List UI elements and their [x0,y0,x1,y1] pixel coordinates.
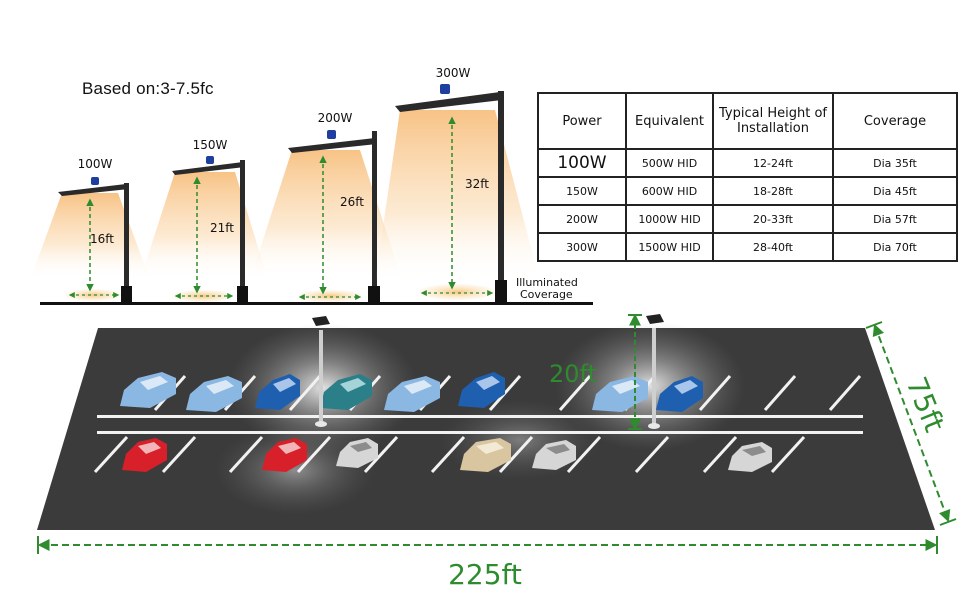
cell-height: 12-24ft [712,148,834,178]
car [255,374,300,410]
light-head [172,162,245,175]
table-row: 200W 1000W HID 20-33ft Dia 57ft [537,204,958,234]
spec-table: Power Equivalent Typical Height of Insta… [537,92,958,262]
light-head [58,184,129,196]
coverage-spot [419,284,495,300]
car [186,376,242,412]
ground-line [40,302,593,305]
light-fixture-300w: 300W 32ft [375,66,540,303]
lot-light-pole [312,316,330,427]
power-label: 150W [193,138,228,152]
light-beam [140,172,268,280]
illuminated-coverage-label: Illuminated Coverage [516,276,581,301]
depth-tick [939,518,957,526]
light-pole [240,160,245,303]
cell-equivalent: 600W HID [625,176,714,206]
cell-coverage: Dia 70ft [832,232,958,262]
cell-coverage: Dia 57ft [832,204,958,234]
light-head [288,138,377,153]
power-label: 300W [436,66,471,80]
light-pole [498,91,504,303]
pole-base [495,280,507,303]
cell-height: 28-40ft [712,232,834,262]
car [532,440,576,470]
light-fixture-200w: 200W 26ft [250,111,402,303]
car [656,376,703,412]
depth-arrow [872,323,951,523]
car [320,374,372,410]
table-row: 150W 600W HID 18-28ft Dia 45ft [537,176,958,206]
sensor-icon [206,156,214,164]
light-head [395,92,502,112]
light-pole [372,131,377,303]
light-glow [215,425,375,515]
sensor-icon [327,130,336,139]
power-label: 200W [318,111,353,125]
spec-table-header: Power Equivalent Typical Height of Insta… [537,92,958,150]
lower-stall-lines [93,435,806,474]
table-row: 300W 1500W HID 28-40ft Dia 70ft [537,232,958,262]
car [728,442,772,472]
height-label: 32ft [465,177,489,191]
parking-lot: 20ft [37,313,935,530]
sensor-icon [91,177,99,185]
header-power: Power [537,92,627,150]
cell-height: 20-33ft [712,204,834,234]
lane-line [97,415,863,418]
pole-base [121,286,132,303]
power-label: 100W [78,157,113,171]
cell-power: 150W [537,176,627,206]
depth-label: 75ft [900,372,952,436]
header-height: Typical Height of Installation [712,92,834,150]
cell-power: 200W [537,204,627,234]
car [460,438,511,472]
header-coverage: Coverage [832,92,958,150]
coverage-spot [298,290,362,302]
header-equivalent: Equivalent [625,92,714,150]
cell-equivalent: 1500W HID [625,232,714,262]
pole-base [237,286,248,303]
cell-coverage: Dia 35ft [832,148,958,178]
height-label: 16ft [90,232,114,246]
car [458,372,505,408]
cell-height: 18-28ft [712,176,834,206]
car [262,438,307,472]
height-label: 21ft [210,221,234,235]
light-beam [375,110,540,282]
lot-light-pole [646,314,664,429]
width-label: 225ft [448,558,522,591]
light-pole [124,183,129,303]
cell-power: 300W [537,232,627,262]
cell-equivalent: 500W HID [625,148,714,178]
light-fixture-100w: 100W 16ft [30,157,150,303]
based-on-label: Based on:3-7.5fc [82,79,214,98]
car [336,438,378,468]
table-row: 100W 500W HID 12-24ft Dia 35ft [537,148,958,178]
light-glow [555,321,745,451]
pole-height-label: 20ft [549,360,597,388]
height-label: 26ft [340,195,364,209]
light-fixture-150w: 150W 21ft [140,138,268,303]
car [384,376,440,412]
sensor-icon [440,84,450,94]
car [120,372,176,408]
cell-power: 100W [537,148,627,178]
pole-base [368,286,380,303]
lane-line [97,431,863,434]
cell-coverage: Dia 45ft [832,176,958,206]
car [122,438,167,472]
depth-tick [865,321,883,329]
cell-equivalent: 1000W HID [625,204,714,234]
